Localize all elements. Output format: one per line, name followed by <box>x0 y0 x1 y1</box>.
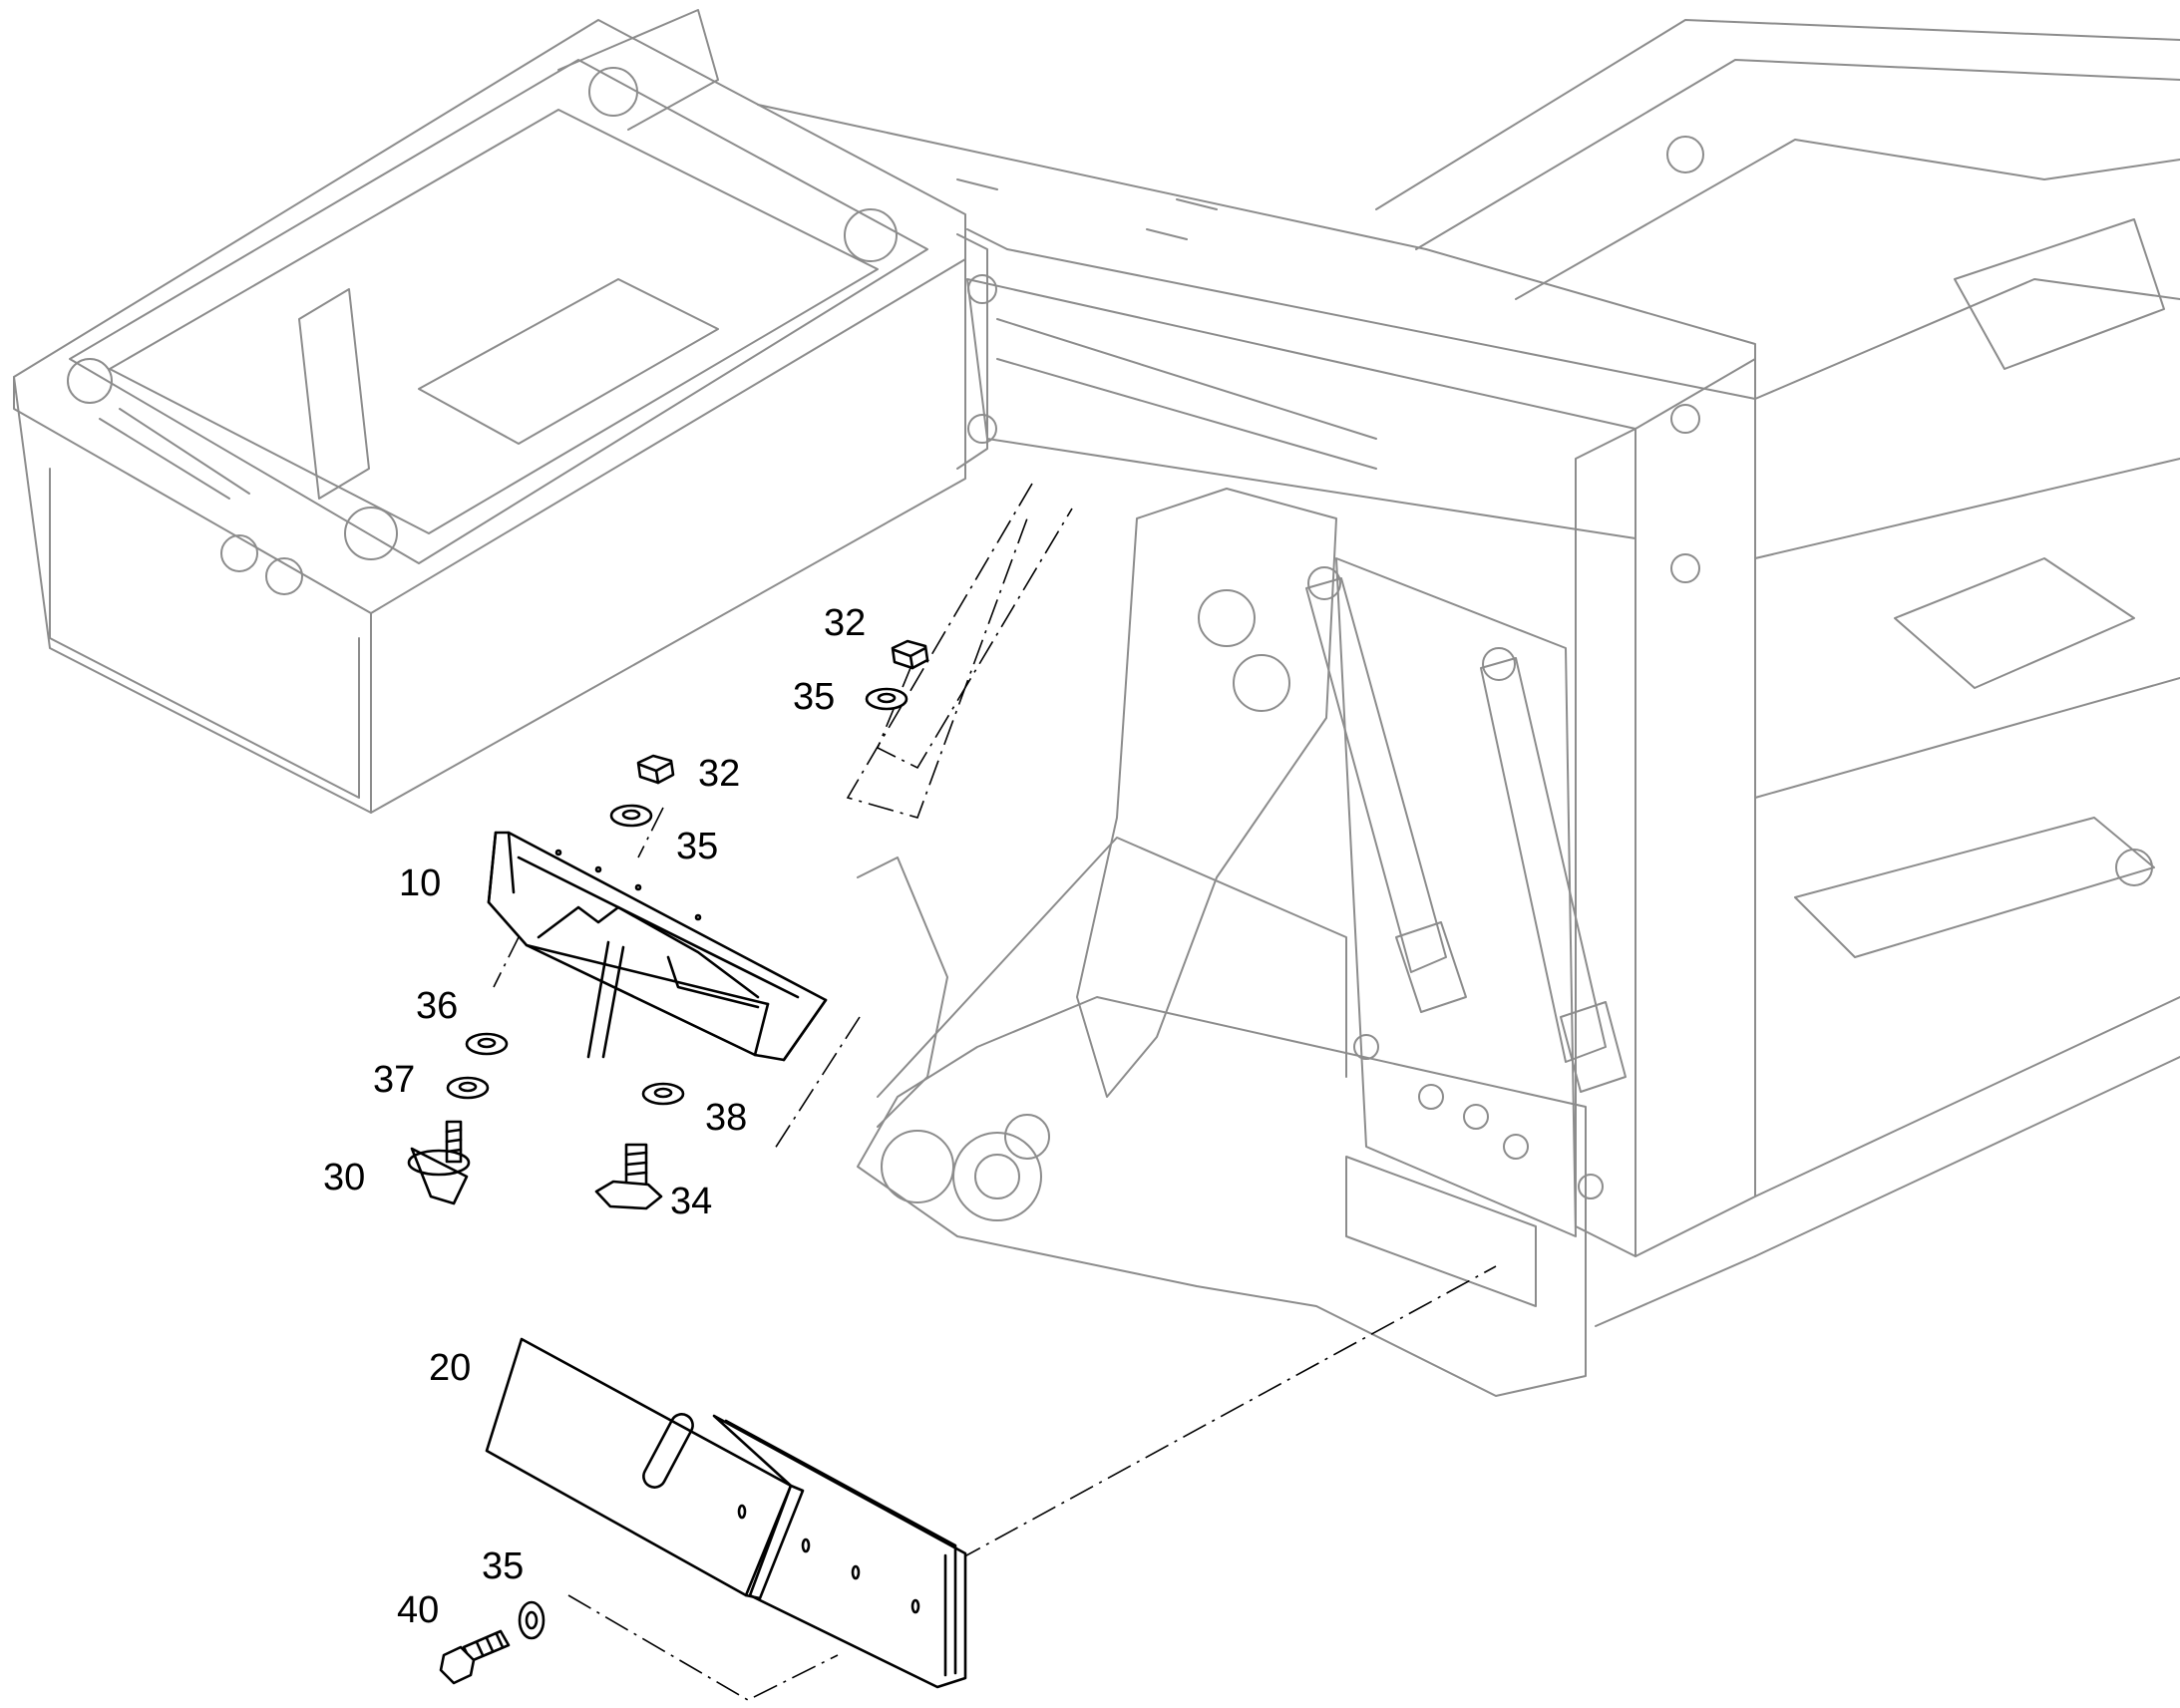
hex-bolt-34 <box>594 1143 663 1210</box>
washer-36 <box>465 1032 509 1056</box>
washer-upper <box>865 687 908 711</box>
hex-bolt-40 <box>439 1629 511 1685</box>
callout-labels: 32 35 32 35 10 36 37 38 30 34 20 35 40 <box>323 602 866 1631</box>
hex-nut-upper <box>891 639 929 670</box>
callout-40: 40 <box>397 1589 439 1631</box>
callout-20: 20 <box>429 1347 471 1389</box>
washer-38 <box>641 1082 685 1106</box>
frame-bolts <box>1345 1034 1604 1307</box>
callout-35: 35 <box>482 1545 524 1587</box>
rubber-buffer <box>407 1120 471 1205</box>
callout-32: 32 <box>698 753 740 795</box>
counterweight-box <box>13 9 966 814</box>
callout-34: 34 <box>670 1181 712 1222</box>
main-chassis-frame <box>1375 19 2180 1327</box>
mounting-bracket <box>487 831 828 1062</box>
callout-32: 32 <box>824 602 866 644</box>
hex-nut-lower <box>636 754 675 785</box>
washer-37 <box>446 1076 490 1100</box>
callout-37: 37 <box>373 1059 415 1101</box>
callout-30: 30 <box>323 1157 365 1198</box>
callout-10: 10 <box>399 862 441 904</box>
guard-plate <box>485 1337 967 1689</box>
callout-38: 38 <box>705 1097 747 1139</box>
callout-36: 36 <box>416 985 458 1027</box>
boom-foot <box>857 488 1587 1397</box>
washer-lower <box>609 804 653 828</box>
hydraulic-cylinders <box>1305 566 1627 1093</box>
callout-35: 35 <box>793 676 835 718</box>
callout-35: 35 <box>676 826 718 867</box>
washer-40 <box>518 1600 545 1640</box>
